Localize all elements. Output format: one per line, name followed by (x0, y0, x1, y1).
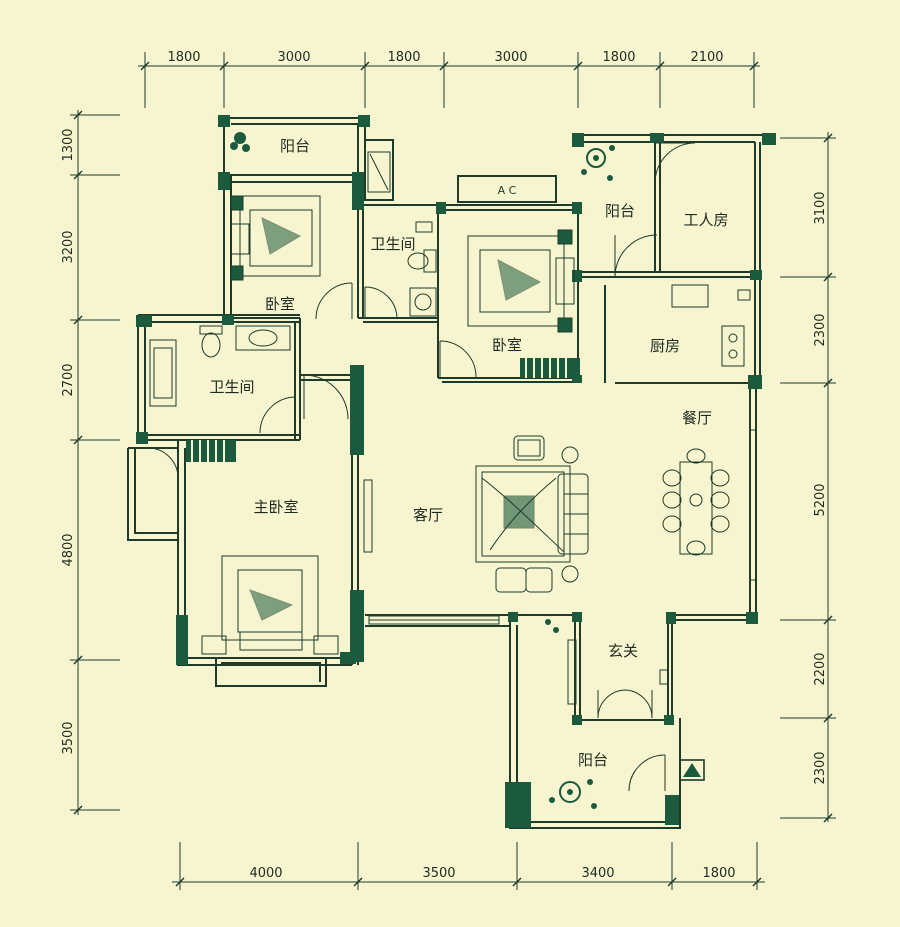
dim-top-4: 3000 (494, 50, 527, 65)
label-bedroom-left: 卧室 (265, 295, 295, 313)
label-living-room: 客厅 (413, 506, 443, 524)
center-bathroom-fixtures (407, 249, 437, 317)
dim-top-3: 1800 (387, 50, 420, 65)
dim-right-2: 2300 (813, 313, 828, 346)
dim-right-3: 5200 (813, 483, 828, 516)
bottom-dimension-labels: 4000 3500 3400 1800 (249, 866, 735, 881)
plant-icons (230, 132, 615, 809)
label-balcony-bottom: 阳台 (578, 751, 608, 769)
dim-left-5: 3500 (61, 721, 76, 754)
sofa-set (475, 435, 589, 593)
dim-top-6: 2100 (690, 50, 723, 65)
label-master-bedroom: 主卧室 (253, 498, 298, 516)
wardrobe-hatching (191, 358, 567, 462)
label-dining-room: 餐厅 (682, 409, 712, 427)
dim-bottom-3: 3400 (581, 866, 614, 881)
label-balcony-right: 阳台 (605, 202, 635, 220)
label-bedroom-center: 卧室 (492, 336, 522, 354)
label-bathroom-center: 卫生间 (370, 235, 415, 253)
walls (127, 117, 773, 829)
top-dimension-labels: 1800 3000 1800 3000 1800 2100 (167, 50, 723, 65)
dim-left-4: 4800 (61, 533, 76, 566)
label-bathroom-left: 卫生间 (209, 378, 254, 396)
dim-left-1: 1300 (61, 128, 76, 161)
dim-bottom-4: 1800 (702, 866, 735, 881)
dim-left-2: 3200 (61, 230, 76, 263)
shelves (415, 221, 751, 685)
dim-right-1: 3100 (813, 191, 828, 224)
dim-top-2: 3000 (277, 50, 310, 65)
entry-arrow-icon (679, 759, 705, 781)
left-bathroom-fixtures (149, 325, 291, 407)
dim-right-4: 2200 (813, 652, 828, 685)
dining-table (662, 448, 730, 556)
dim-bottom-1: 4000 (249, 866, 282, 881)
doors (147, 142, 696, 792)
label-servant-room: 工人房 (683, 211, 728, 229)
ac-label: A C (498, 184, 517, 197)
kitchen-fixtures (671, 284, 745, 367)
windows (363, 151, 757, 705)
left-dimension-labels: 1300 3200 2700 4800 3500 (61, 128, 76, 754)
right-dimension-labels: 3100 2300 5200 2200 2300 (813, 191, 828, 784)
room-labels: 阳台 卧室 卫生间 卧室 阳台 工人房 厨房 卫生间 餐厅 主卧室 客厅 玄关 … (209, 137, 728, 769)
label-foyer: 玄关 (608, 642, 638, 660)
dim-top-5: 1800 (602, 50, 635, 65)
bed-left-bedroom (230, 195, 321, 281)
dim-left-3: 2700 (61, 363, 76, 396)
label-kitchen: 厨房 (650, 337, 680, 355)
bed-master-bedroom (201, 555, 339, 655)
label-balcony-top: 阳台 (280, 137, 310, 155)
dim-bottom-2: 3500 (422, 866, 455, 881)
dimension-ticks (73, 61, 833, 887)
bed-center-bedroom (467, 229, 575, 333)
dim-right-5: 2300 (813, 751, 828, 784)
dim-top-1: 1800 (167, 50, 200, 65)
